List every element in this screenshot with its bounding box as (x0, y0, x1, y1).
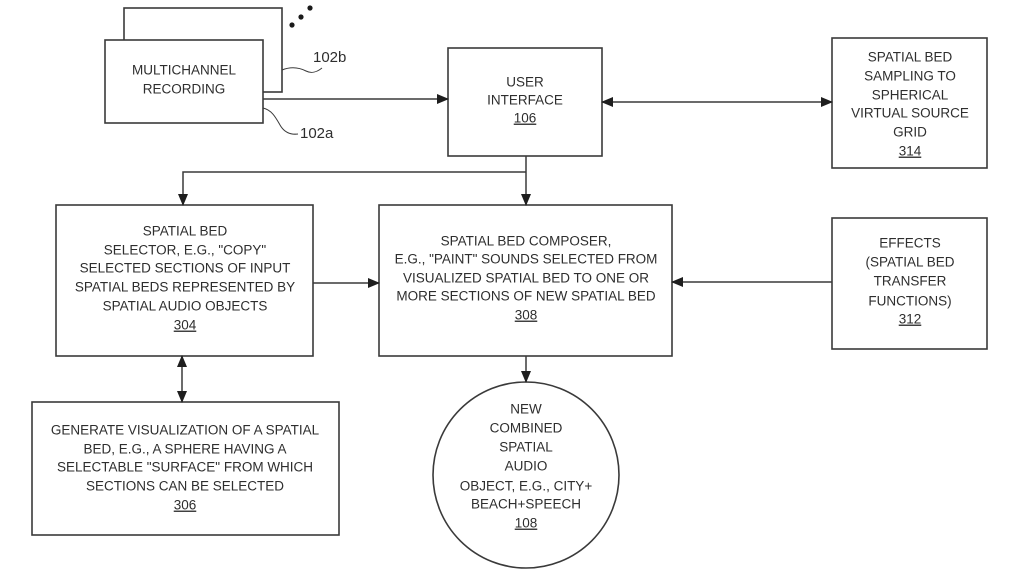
arrow-ui-to-selector (178, 171, 526, 206)
reference-number: 106 (514, 111, 537, 126)
node-text-line: INTERFACE (487, 93, 563, 108)
spatial-bed-composer-box (378, 204, 673, 357)
node-text-line: SPATIAL AUDIO OBJECTS (103, 299, 268, 314)
node-text-line: RECORDING (143, 82, 226, 97)
node-text-line: AUDIO (505, 459, 548, 474)
leader-line-102b (281, 67, 323, 73)
node-text-line: VIRTUAL SOURCE (851, 106, 969, 121)
reference-number: 314 (899, 144, 922, 159)
reference-number: 312 (899, 312, 922, 327)
leader-line-102a (262, 107, 299, 135)
node-text-line: SELECTOR, E.G., "COPY" (104, 243, 267, 258)
reference-number: 306 (174, 498, 197, 513)
reference-number: 304 (174, 318, 197, 333)
node-text-line: GENERATE VISUALIZATION OF A SPATIAL (51, 423, 320, 438)
generate-visualization-node: GENERATE VISUALIZATION OF A SPATIAL BED,… (31, 401, 340, 536)
spatial-bed-selector-node: SPATIAL BED SELECTOR, E.G., "COPY" SELEC… (55, 204, 314, 357)
node-text-line: MORE SECTIONS OF NEW SPATIAL BED (396, 289, 656, 304)
generate-visualization-box (31, 401, 340, 536)
ellipsis-dot (307, 5, 313, 11)
ellipsis-dot (289, 22, 295, 28)
node-text-line: SECTIONS CAN BE SELECTED (86, 479, 284, 494)
node-text-line: (SPATIAL BED (865, 255, 954, 270)
reference-number: 308 (515, 308, 538, 323)
effects-box (831, 217, 988, 350)
node-text-line: SAMPLING TO (864, 69, 956, 84)
node-text-line: USER (506, 75, 544, 90)
node-text-line: E.G., "PAINT" SOUNDS SELECTED FROM (395, 252, 658, 267)
node-text-line: SELECTABLE "SURFACE" FROM WHICH (57, 460, 313, 475)
node-text-line: SPATIAL BED COMPOSER, (441, 234, 612, 249)
node-text-line: EFFECTS (879, 236, 941, 251)
node-text-line: SPATIAL (499, 440, 553, 455)
node-text-line: SPHERICAL (872, 88, 949, 103)
node-text-line: SPATIAL BED (868, 50, 953, 65)
node-text-line: BED, E.G., A SPHERE HAVING A (83, 442, 286, 457)
multichannel-recording-front-box (104, 39, 264, 124)
spatial-bed-composer-node: SPATIAL BED COMPOSER, E.G., "PAINT" SOUN… (378, 204, 673, 357)
node-text-line: SPATIAL BED (143, 224, 228, 239)
node-text-line: MULTICHANNEL (132, 63, 237, 78)
node-text-line: VISUALIZED SPATIAL BED TO ONE OR (403, 271, 649, 286)
spatial-bed-sampling-node: SPATIAL BED SAMPLING TO SPHERICAL VIRTUA… (831, 37, 988, 169)
node-text-line: SPATIAL BEDS REPRESENTED BY (75, 280, 295, 295)
node-text-line: SELECTED SECTIONS OF INPUT (80, 261, 291, 276)
node-text-line: OBJECT, E.G., CITY+ (460, 479, 593, 494)
multichannel-recording-node: MULTICHANNEL RECORDING 102b 102a (104, 5, 346, 142)
ellipsis-dot (298, 14, 304, 20)
node-text-line: FUNCTIONS) (868, 294, 951, 309)
spatial-bed-sampling-box (831, 37, 988, 169)
node-text-line: TRANSFER (874, 274, 947, 289)
new-combined-object-node: NEW COMBINED SPATIAL AUDIO OBJECT, E.G.,… (432, 381, 620, 569)
effects-node: EFFECTS (SPATIAL BED TRANSFER FUNCTIONS)… (831, 217, 988, 350)
reference-label-102a: 102a (300, 125, 334, 142)
reference-label-102b: 102b (313, 49, 346, 66)
node-text-line: BEACH+SPEECH (471, 497, 581, 512)
spatial-bed-selector-box (55, 204, 314, 357)
user-interface-node: USER INTERFACE 106 (447, 47, 603, 157)
reference-number: 108 (515, 516, 538, 531)
user-interface-box (447, 47, 603, 157)
node-text-line: NEW (510, 402, 542, 417)
node-text-line: COMBINED (490, 421, 563, 436)
node-text-line: GRID (893, 125, 927, 140)
